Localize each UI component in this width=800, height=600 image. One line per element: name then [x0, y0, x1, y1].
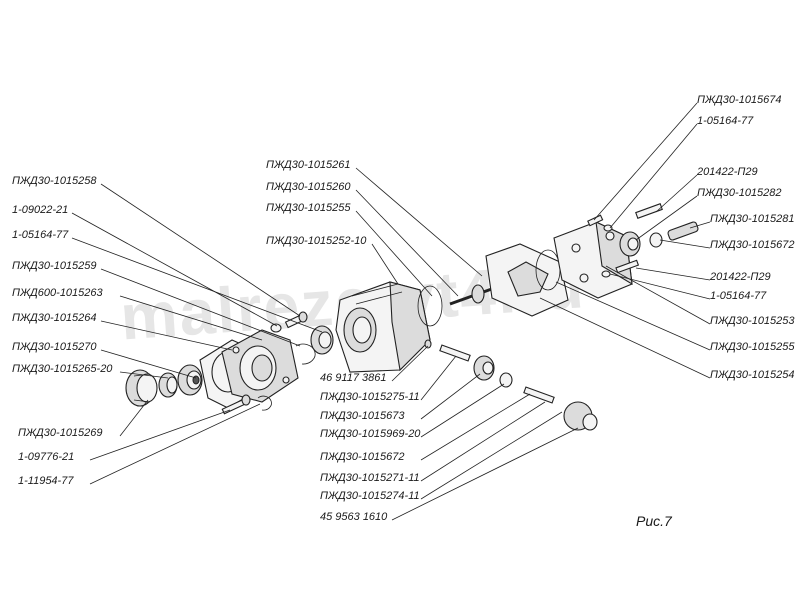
cap-nut [563, 401, 598, 431]
part-label: ПЖД30-1015255 [266, 202, 351, 214]
part-label: ПЖД30-1015252-10 [266, 235, 367, 247]
part-label: ПЖД30-1015255 [710, 341, 795, 353]
plug-right [667, 221, 699, 241]
pin-top [587, 214, 604, 227]
retaining-ring [295, 343, 316, 365]
part-label: ПЖД30-1015264 [12, 312, 97, 324]
part-label: ПЖД30-1015271-11 [320, 472, 420, 484]
ball [424, 339, 432, 349]
part-label: ПЖД30-1015672 [320, 451, 405, 463]
mounting-flange [221, 329, 299, 403]
part-label: ПЖД600-1015263 [12, 287, 104, 299]
part-label: 201422-П29 [709, 271, 771, 283]
o-ring-left [417, 285, 443, 327]
part-label: ПЖД30-1015673 [320, 410, 405, 422]
parts-drawing [125, 203, 699, 431]
part-label: ПЖД30-1015282 [697, 187, 782, 199]
part-label: ПЖД30-1015254 [710, 369, 795, 381]
spring-upper [439, 344, 471, 362]
part-label: 1-05164-77 [710, 290, 767, 302]
bolt-upper [284, 311, 308, 329]
part-label: ПЖД30-1015672 [710, 239, 795, 251]
washer-top [603, 224, 613, 232]
part-label: ПЖД30-1015281 [710, 213, 795, 225]
part-label: 1-09776-21 [18, 451, 74, 463]
part-label: ПЖД30-1015969-20 [320, 428, 421, 440]
seal-ring [499, 372, 513, 388]
bolt-lower [221, 394, 251, 415]
needle-bearing [125, 369, 158, 407]
part-label: ПЖД30-1015258 [12, 175, 97, 187]
part-label: 1-11954-77 [18, 475, 74, 487]
part-label: 46 9117 3861 [320, 372, 386, 384]
part-label: 1-05164-77 [697, 115, 754, 127]
part-label: ПЖД30-1015261 [266, 159, 351, 171]
part-label: ПЖД30-1015270 [12, 341, 97, 353]
part-label: ПЖД30-1015260 [266, 181, 351, 193]
drive-gear [310, 325, 334, 355]
part-label: ПЖД30-1015265-20 [12, 363, 113, 375]
cover-plate [485, 243, 569, 317]
part-label: 1-09022-21 [12, 204, 68, 216]
small-ring [257, 395, 272, 411]
part-label: ПЖД30-1015269 [18, 427, 103, 439]
washer-upper [270, 323, 282, 333]
pump-housing [335, 281, 431, 373]
bushing [177, 364, 203, 396]
part-labels: ПЖД30-1015674 1-05164-77 201422-П29 ПЖД3… [12, 94, 795, 523]
part-label: 201422-П29 [696, 166, 758, 178]
part-label: ПЖД30-1015253 [710, 315, 795, 327]
spring-lower [523, 386, 555, 404]
valve-seat [473, 355, 495, 381]
bolt-top [635, 203, 663, 219]
part-label: ПЖД30-1015259 [12, 260, 97, 272]
valve-body-right [619, 231, 641, 257]
part-label: ПЖД30-1015275-11 [320, 391, 420, 403]
washer-right-lower [601, 270, 611, 278]
figure-caption: Рис.7 [636, 513, 673, 529]
part-label: ПЖД30-1015274-11 [320, 490, 420, 502]
part-label: 45 9563 1610 [320, 511, 388, 523]
part-label: ПЖД30-1015674 [697, 94, 782, 106]
part-label: 1-05164-77 [12, 229, 69, 241]
bolt-right-lower [615, 259, 640, 274]
leader-lines [71, 102, 711, 521]
bearing-race [158, 372, 178, 398]
